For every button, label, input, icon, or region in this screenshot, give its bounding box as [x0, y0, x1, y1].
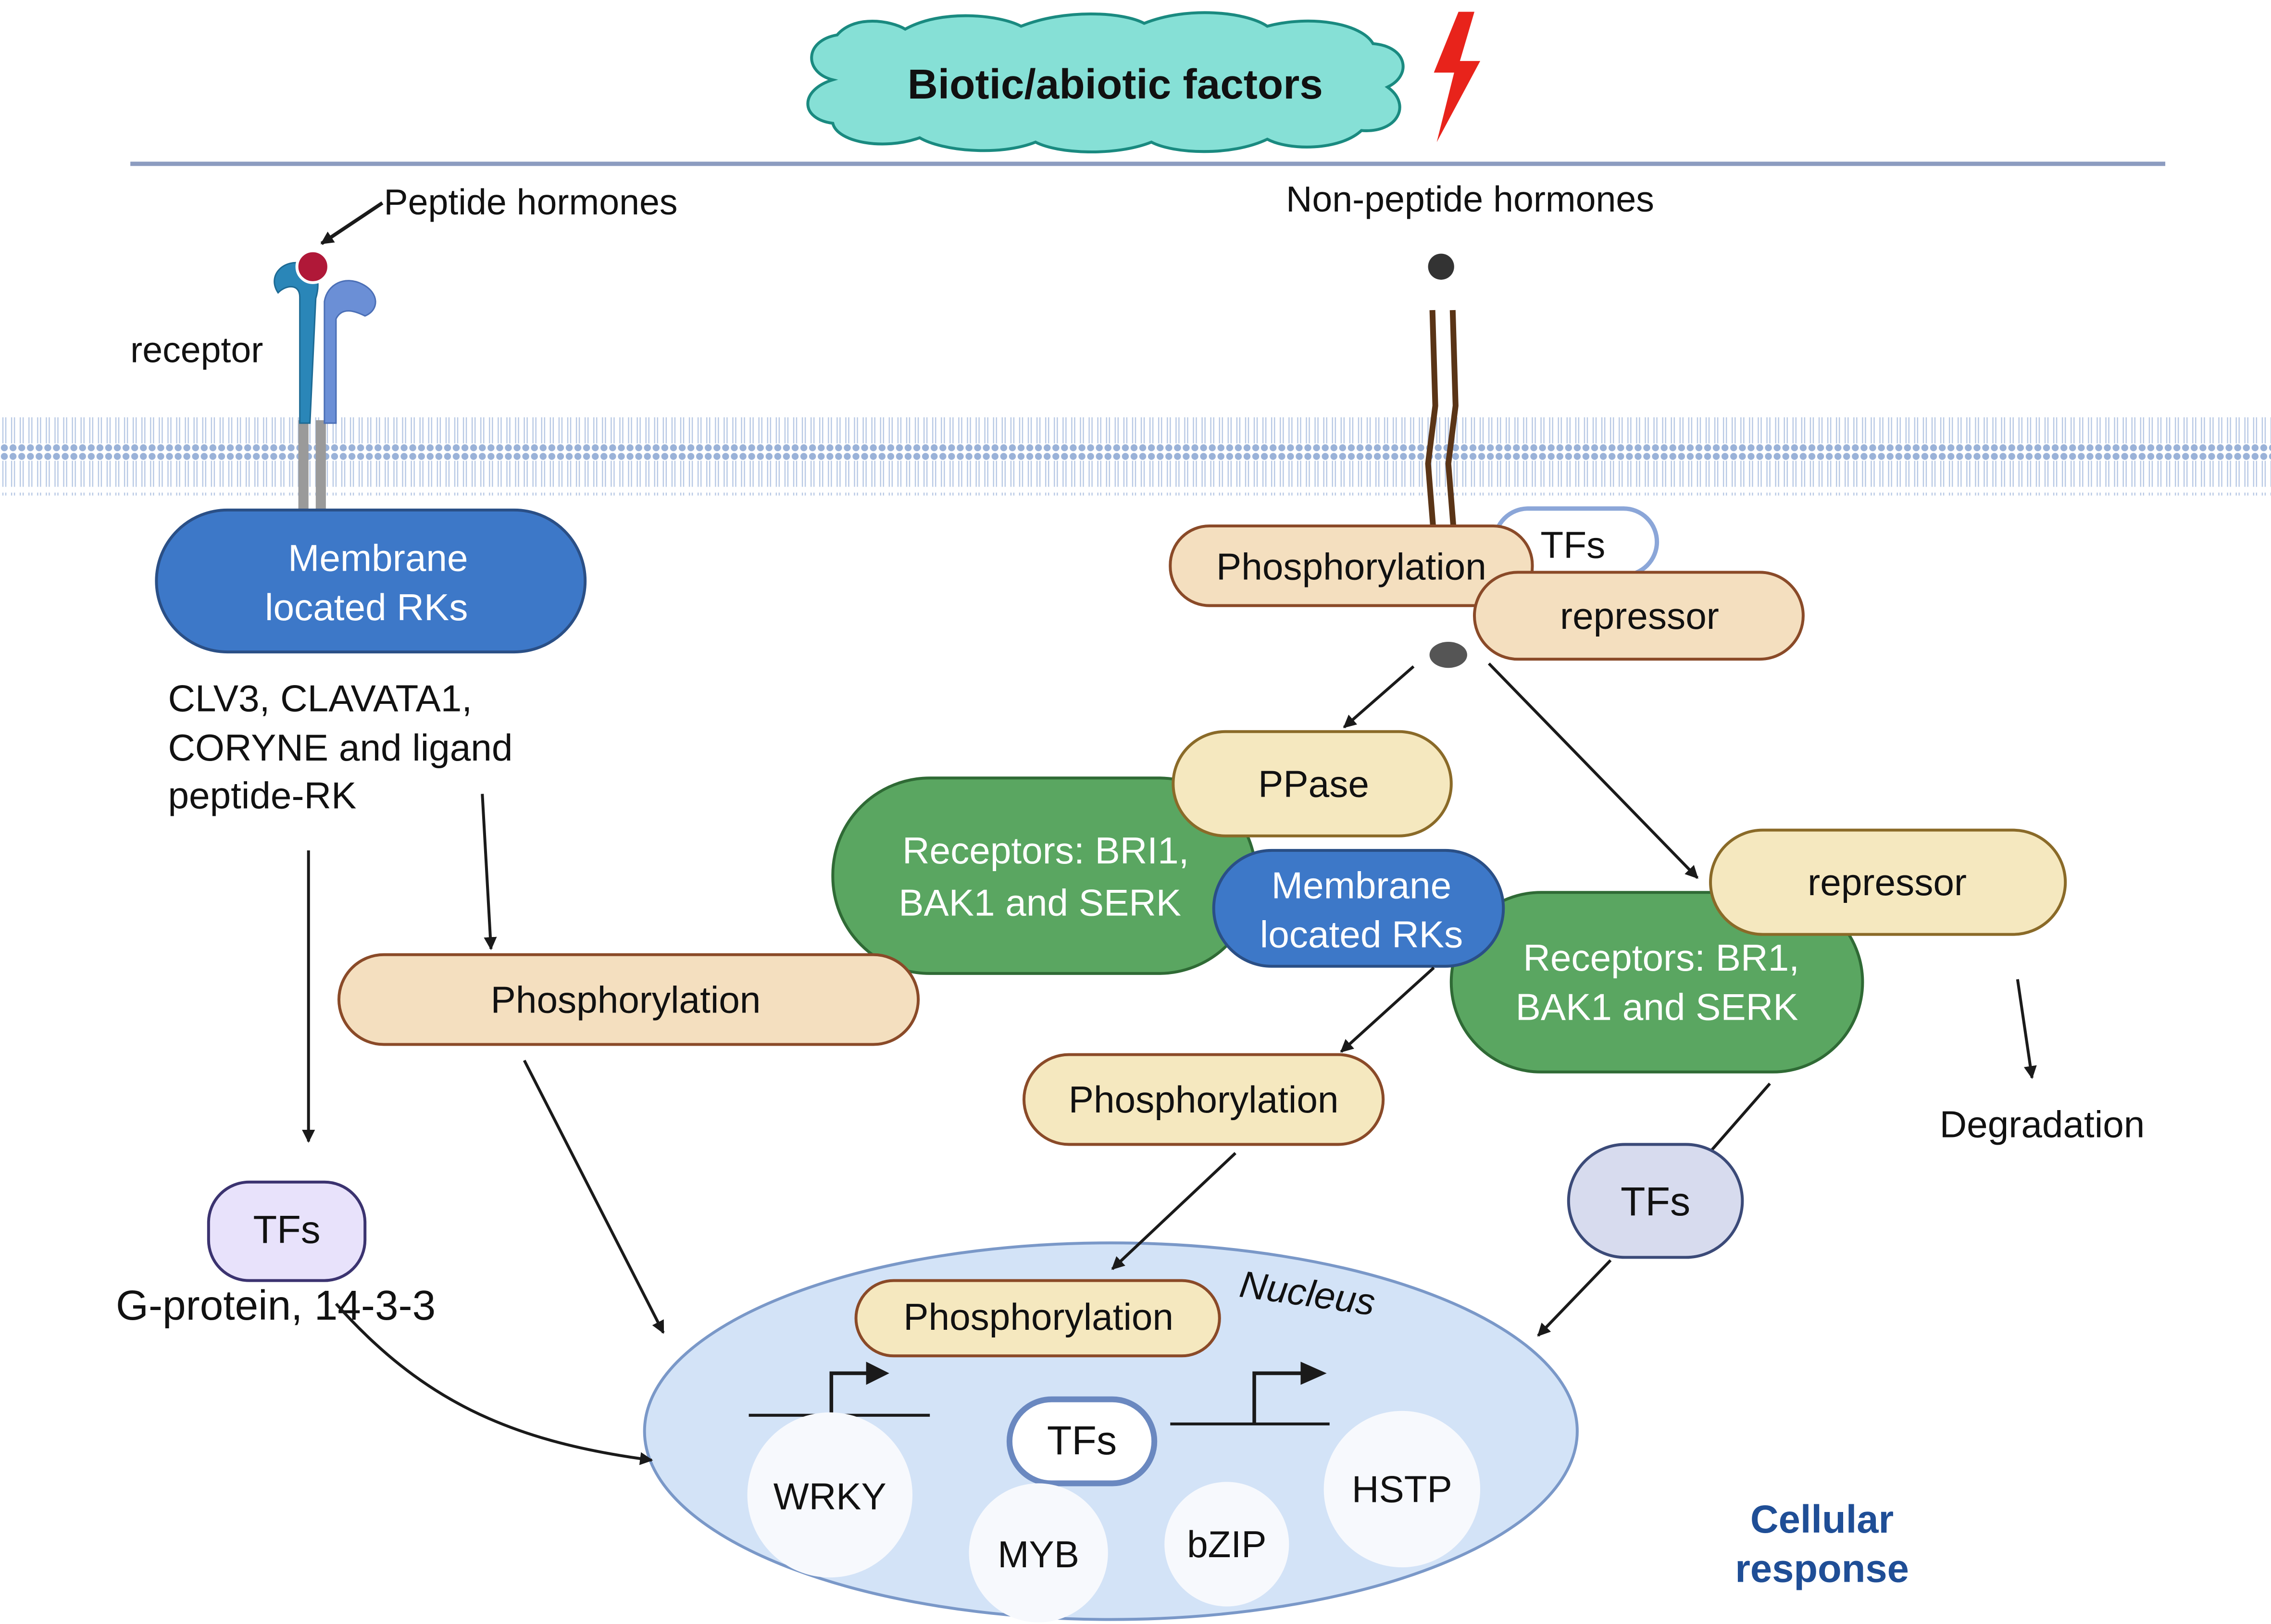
ligands-line2: CORYNE and ligand	[168, 726, 512, 769]
gene-circle-bzip	[1164, 1482, 1289, 1607]
signal-molecule-icon	[1429, 642, 1467, 668]
phosphorylation-nucleus-label: Phosphorylation	[903, 1296, 1173, 1338]
stress-factors-label: Biotic/abiotic factors	[908, 61, 1323, 108]
non-peptide-hormones-label: Non-peptide hormones	[1286, 179, 1654, 219]
receptors-br1-line1: Receptors: BR1,	[1523, 937, 1799, 979]
gene-circle-wrky	[747, 1412, 913, 1578]
phosphorylation-box-nucleus	[854, 1279, 1221, 1358]
peptide-binding-arrow	[320, 201, 384, 245]
phosphorylation-top-label: Phosphorylation	[1216, 545, 1486, 587]
phosphorylation-box-middle	[1023, 1053, 1385, 1146]
plasma-membrane	[0, 417, 2271, 496]
tfs-top-label: TFs	[1540, 524, 1605, 566]
tfs-nucleus-label: TFs	[1047, 1418, 1117, 1463]
repressor-box-middle	[1709, 828, 2067, 936]
ppase-box	[1172, 730, 1453, 837]
receptors-br1-box	[1449, 891, 1864, 1074]
gene-hstp-label: HSTP	[1352, 1468, 1452, 1511]
degradation-label: Degradation	[1940, 1103, 2145, 1145]
membrane-rks-box-left	[155, 508, 587, 654]
repressor-top-label: repressor	[1560, 595, 1719, 637]
phosphorylation-middle-label: Phosphorylation	[1069, 1078, 1339, 1121]
receptors-bri1-line2: BAK1 and SERK	[898, 881, 1181, 924]
gprotein-label: G-protein, 14-3-3	[116, 1282, 436, 1329]
receptor-label: receptor	[130, 330, 263, 370]
ligands-line3: peptide-RK	[168, 774, 356, 816]
gene-circle-myb	[969, 1483, 1108, 1623]
arrow-to-ppase	[1343, 665, 1415, 729]
arrow-to-nucleus-phosphorylation	[1111, 1152, 1236, 1270]
lightning-icon	[1434, 12, 1481, 142]
ligands-line1: CLV3, CLAVATA1,	[168, 677, 472, 720]
gene-wrky-label: WRKY	[774, 1475, 886, 1518]
membrane-rks-middle-line2: located RKs	[1260, 913, 1463, 956]
gene-myb-label: MYB	[998, 1533, 1079, 1575]
receptors-br1-line2: BAK1 and SERK	[1516, 986, 1798, 1028]
tfs-box-left	[207, 1180, 367, 1282]
arrow-to-phosphorylation-middle	[1340, 966, 1435, 1053]
arrow-to-left-phosphorylation	[481, 794, 497, 950]
transmembrane-line-right	[1445, 310, 1460, 573]
arrow-to-repressor	[1487, 662, 1699, 879]
gene-bzip-label: bZIP	[1187, 1523, 1266, 1565]
receptors-bri1-line1: Receptors: BRI1,	[902, 829, 1189, 872]
ppase-label: PPase	[1258, 762, 1369, 805]
peptide-receptor-icon	[274, 249, 376, 510]
repressor-middle-label: repressor	[1808, 861, 1967, 903]
tfs-box-nucleus	[1006, 1396, 1158, 1487]
tfs-left-label: TFs	[253, 1208, 321, 1251]
phosphorylation-left-label: Phosphorylation	[491, 978, 761, 1021]
gene-promoter-icon-right	[1170, 1362, 1330, 1425]
membrane-rks-left-line2: located RKs	[265, 586, 468, 628]
gene-circle-hstp	[1323, 1411, 1481, 1568]
repressor-box-top	[1472, 571, 1805, 661]
phosphorylation-box-left	[337, 953, 920, 1046]
transmembrane-line-left	[1425, 310, 1440, 573]
non-peptide-hormone-icon	[1428, 253, 1454, 280]
tfs-middle-label: TFs	[1621, 1179, 1690, 1224]
peptide-hormones-label: Peptide hormones	[384, 182, 677, 222]
membrane-rks-middle-line1: Membrane	[1272, 864, 1451, 906]
cellular-response-line2: response	[1735, 1547, 1909, 1590]
cellular-response-line1: Cellular	[1750, 1498, 1894, 1541]
arrow-tfs-to-nucleus	[1537, 1259, 1612, 1337]
membrane-rks-left-line1: Membrane	[288, 537, 468, 579]
arrow-to-degradation	[2016, 979, 2037, 1079]
connector-receptors-to-tfs	[1708, 1082, 1771, 1154]
membrane-rks-box-middle	[1212, 849, 1505, 968]
tfs-box-middle	[1567, 1143, 1744, 1259]
arrow-gprotein-to-nucleus	[335, 1302, 653, 1465]
arrow-phosphorylation-to-nucleus	[523, 1060, 665, 1334]
stress-factors-cloud: Biotic/abiotic factors	[806, 11, 1405, 153]
phosphorylation-box-top	[1169, 524, 1534, 607]
